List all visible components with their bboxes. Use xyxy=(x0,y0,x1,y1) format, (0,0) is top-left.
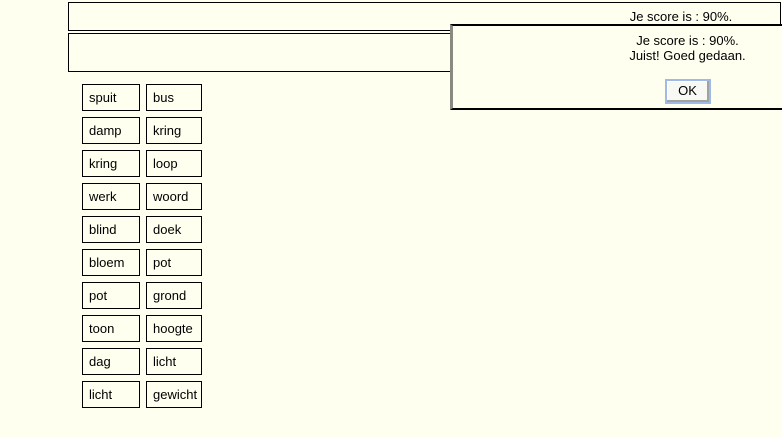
match-left-item[interactable]: kring xyxy=(82,150,140,177)
match-row: toon hoogte xyxy=(82,315,202,342)
match-right-item[interactable]: doek xyxy=(146,216,202,243)
score-bar-text: Je score is : 90%. xyxy=(629,9,733,24)
match-row: kring loop xyxy=(82,150,202,177)
match-left-item[interactable]: blind xyxy=(82,216,140,243)
match-row: damp kring xyxy=(82,117,202,144)
match-left-item[interactable]: bloem xyxy=(82,249,140,276)
ok-button[interactable]: OK xyxy=(664,79,711,104)
match-right-item[interactable]: hoogte xyxy=(146,315,202,342)
match-right-item[interactable]: gewicht xyxy=(146,381,202,408)
match-left-item[interactable]: spuit xyxy=(82,84,140,111)
match-row: werk woord xyxy=(82,183,202,210)
match-left-item[interactable]: damp xyxy=(82,117,140,144)
dialog-score-text: Je score is : 90%. xyxy=(636,33,739,48)
match-row: licht gewicht xyxy=(82,381,202,408)
match-row: blind doek xyxy=(82,216,202,243)
match-left-item[interactable]: dag xyxy=(82,348,140,375)
match-row: dag licht xyxy=(82,348,202,375)
score-bar: Je score is : 90%. xyxy=(68,2,781,31)
dialog-feedback-text: Juist! Goed gedaan. xyxy=(629,48,746,63)
match-right-item[interactable]: pot xyxy=(146,249,202,276)
match-right-item[interactable]: licht xyxy=(146,348,202,375)
match-row: pot grond xyxy=(82,282,202,309)
match-left-item[interactable]: werk xyxy=(82,183,140,210)
match-left-item[interactable]: pot xyxy=(82,282,140,309)
match-left-item[interactable]: toon xyxy=(82,315,140,342)
match-left-item[interactable]: licht xyxy=(82,381,140,408)
score-dialog: Je score is : 90%. Juist! Goed gedaan. O… xyxy=(450,24,782,110)
match-row: bloem pot xyxy=(82,249,202,276)
match-right-item[interactable]: woord xyxy=(146,183,202,210)
match-right-item[interactable]: bus xyxy=(146,84,202,111)
match-right-item[interactable]: loop xyxy=(146,150,202,177)
match-right-item[interactable]: kring xyxy=(146,117,202,144)
match-grid: spuit bus damp kring kring loop werk woo… xyxy=(82,84,202,408)
match-right-item[interactable]: grond xyxy=(146,282,202,309)
match-row: spuit bus xyxy=(82,84,202,111)
